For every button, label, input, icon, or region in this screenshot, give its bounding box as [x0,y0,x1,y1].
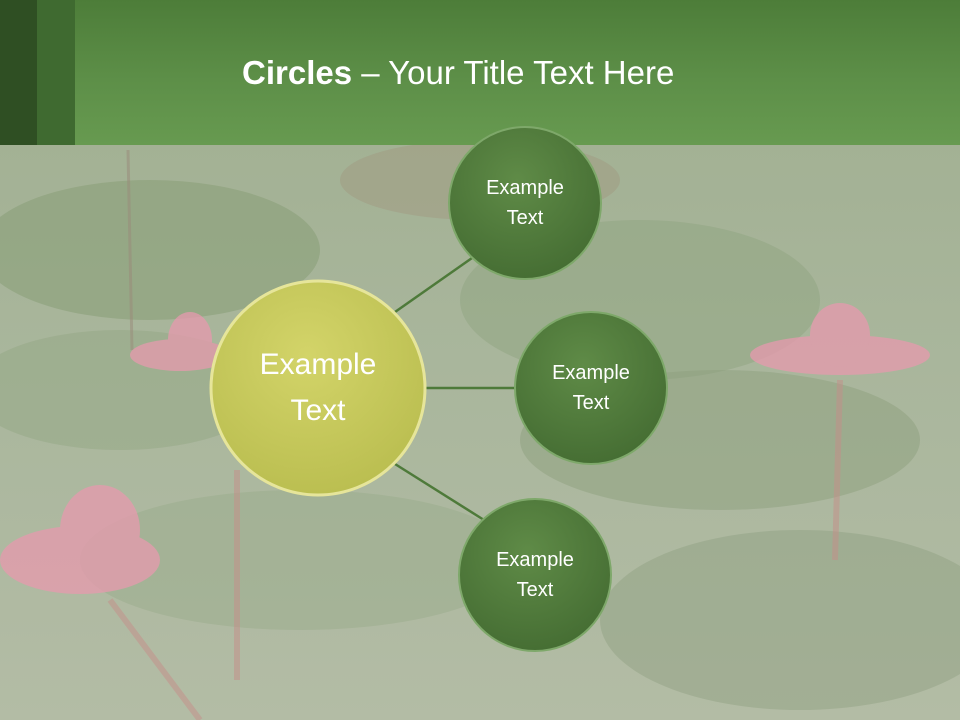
node-circle-top[interactable] [448,126,602,280]
title-bar [0,0,960,145]
node-circle-bottom[interactable] [458,498,612,652]
connector-bottom [394,462,485,522]
node-circle-middle[interactable] [514,311,668,465]
connector-top [394,256,473,314]
header-accent-mid [37,0,75,145]
slide-title[interactable]: Circles – Your Title Text Here [242,54,674,92]
title-rest: – Your Title Text Here [352,54,675,91]
header-accent-dark [0,0,37,145]
center-circle[interactable] [209,279,427,497]
title-bold: Circles [242,54,353,91]
